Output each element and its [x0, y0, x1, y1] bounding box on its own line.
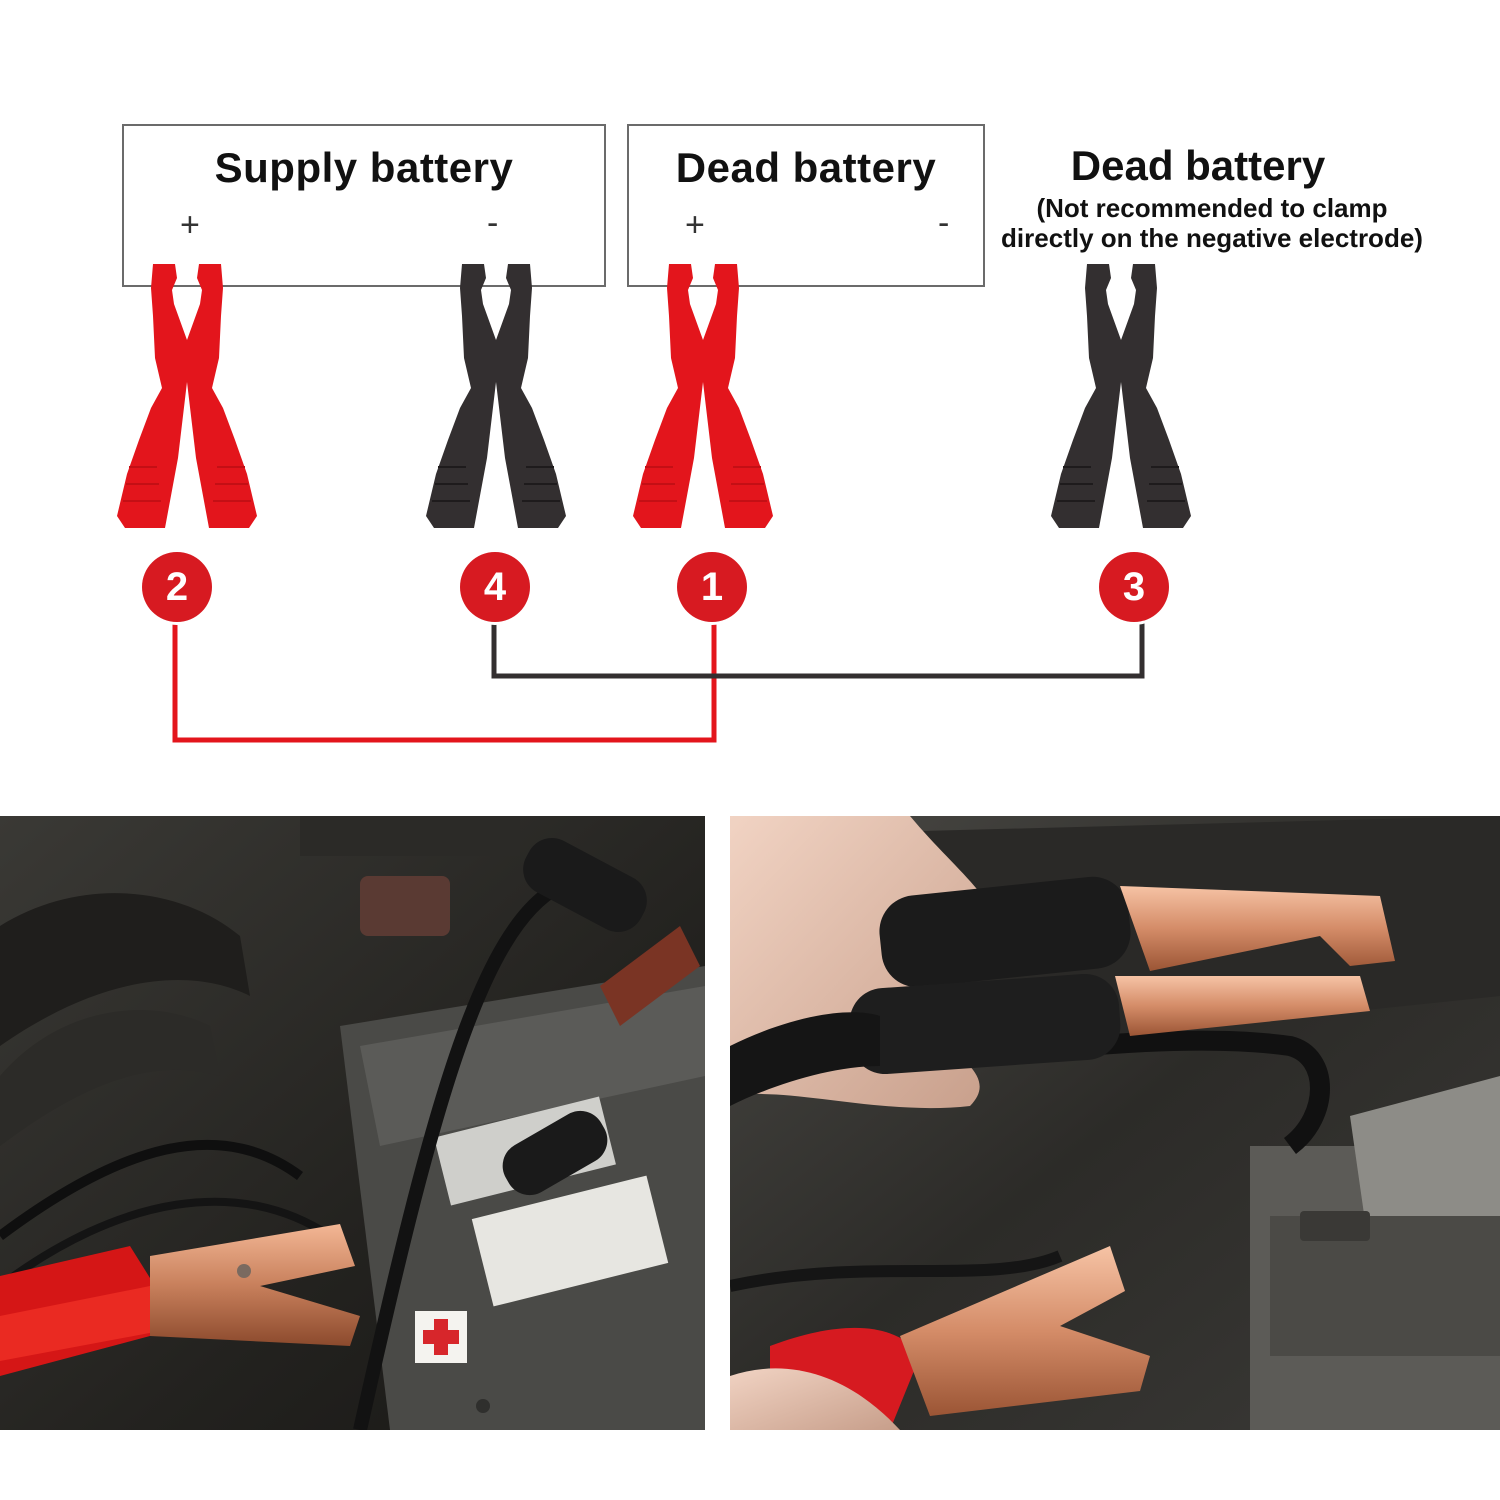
connection-wires: [172, 620, 1145, 743]
engine-bay-photo-left-image: [0, 816, 705, 1430]
engine-bay-photo-left: [0, 816, 705, 1430]
dead-positive-terminal: +: [685, 206, 705, 244]
step-2-badge: 2: [142, 552, 212, 622]
dead-battery-title: Dead battery: [675, 144, 937, 191]
step-4-badge: 4: [460, 552, 530, 622]
supply-positive-terminal: +: [180, 206, 200, 244]
jump-start-diagram: Supply battery + - Dead battery + - Dead…: [117, 124, 1424, 743]
supply-negative-terminal: -: [487, 204, 499, 242]
warning-line-2: directly on the negative electrode): [1001, 223, 1423, 253]
step-1-badge: 1: [677, 552, 747, 622]
dead-battery-box: Dead battery + -: [627, 124, 985, 287]
warning-line-1: (Not recommended to clamp: [1036, 193, 1388, 223]
step-3-badge: 3: [1099, 552, 1169, 622]
supply-battery-title: Supply battery: [214, 144, 514, 191]
supply-battery-box: Supply battery + -: [122, 124, 606, 287]
black-cable: [491, 620, 1145, 679]
dead-negative-terminal: -: [938, 204, 950, 242]
red-cable: [172, 620, 717, 743]
hand-clamps-photo-right: [730, 816, 1500, 1430]
negative-clamp-warning: (Not recommended to clamp directly on th…: [1000, 193, 1424, 253]
red-clamp-dead-positive: [633, 264, 773, 528]
black-clamp-dead-ground: [1051, 264, 1191, 528]
black-clamp-supply-negative: [426, 264, 566, 528]
hand-clamps-photo-right-image: [730, 816, 1500, 1430]
red-clamp-supply-positive: [117, 264, 257, 528]
dead-battery-ground-title: Dead battery: [1070, 142, 1326, 189]
